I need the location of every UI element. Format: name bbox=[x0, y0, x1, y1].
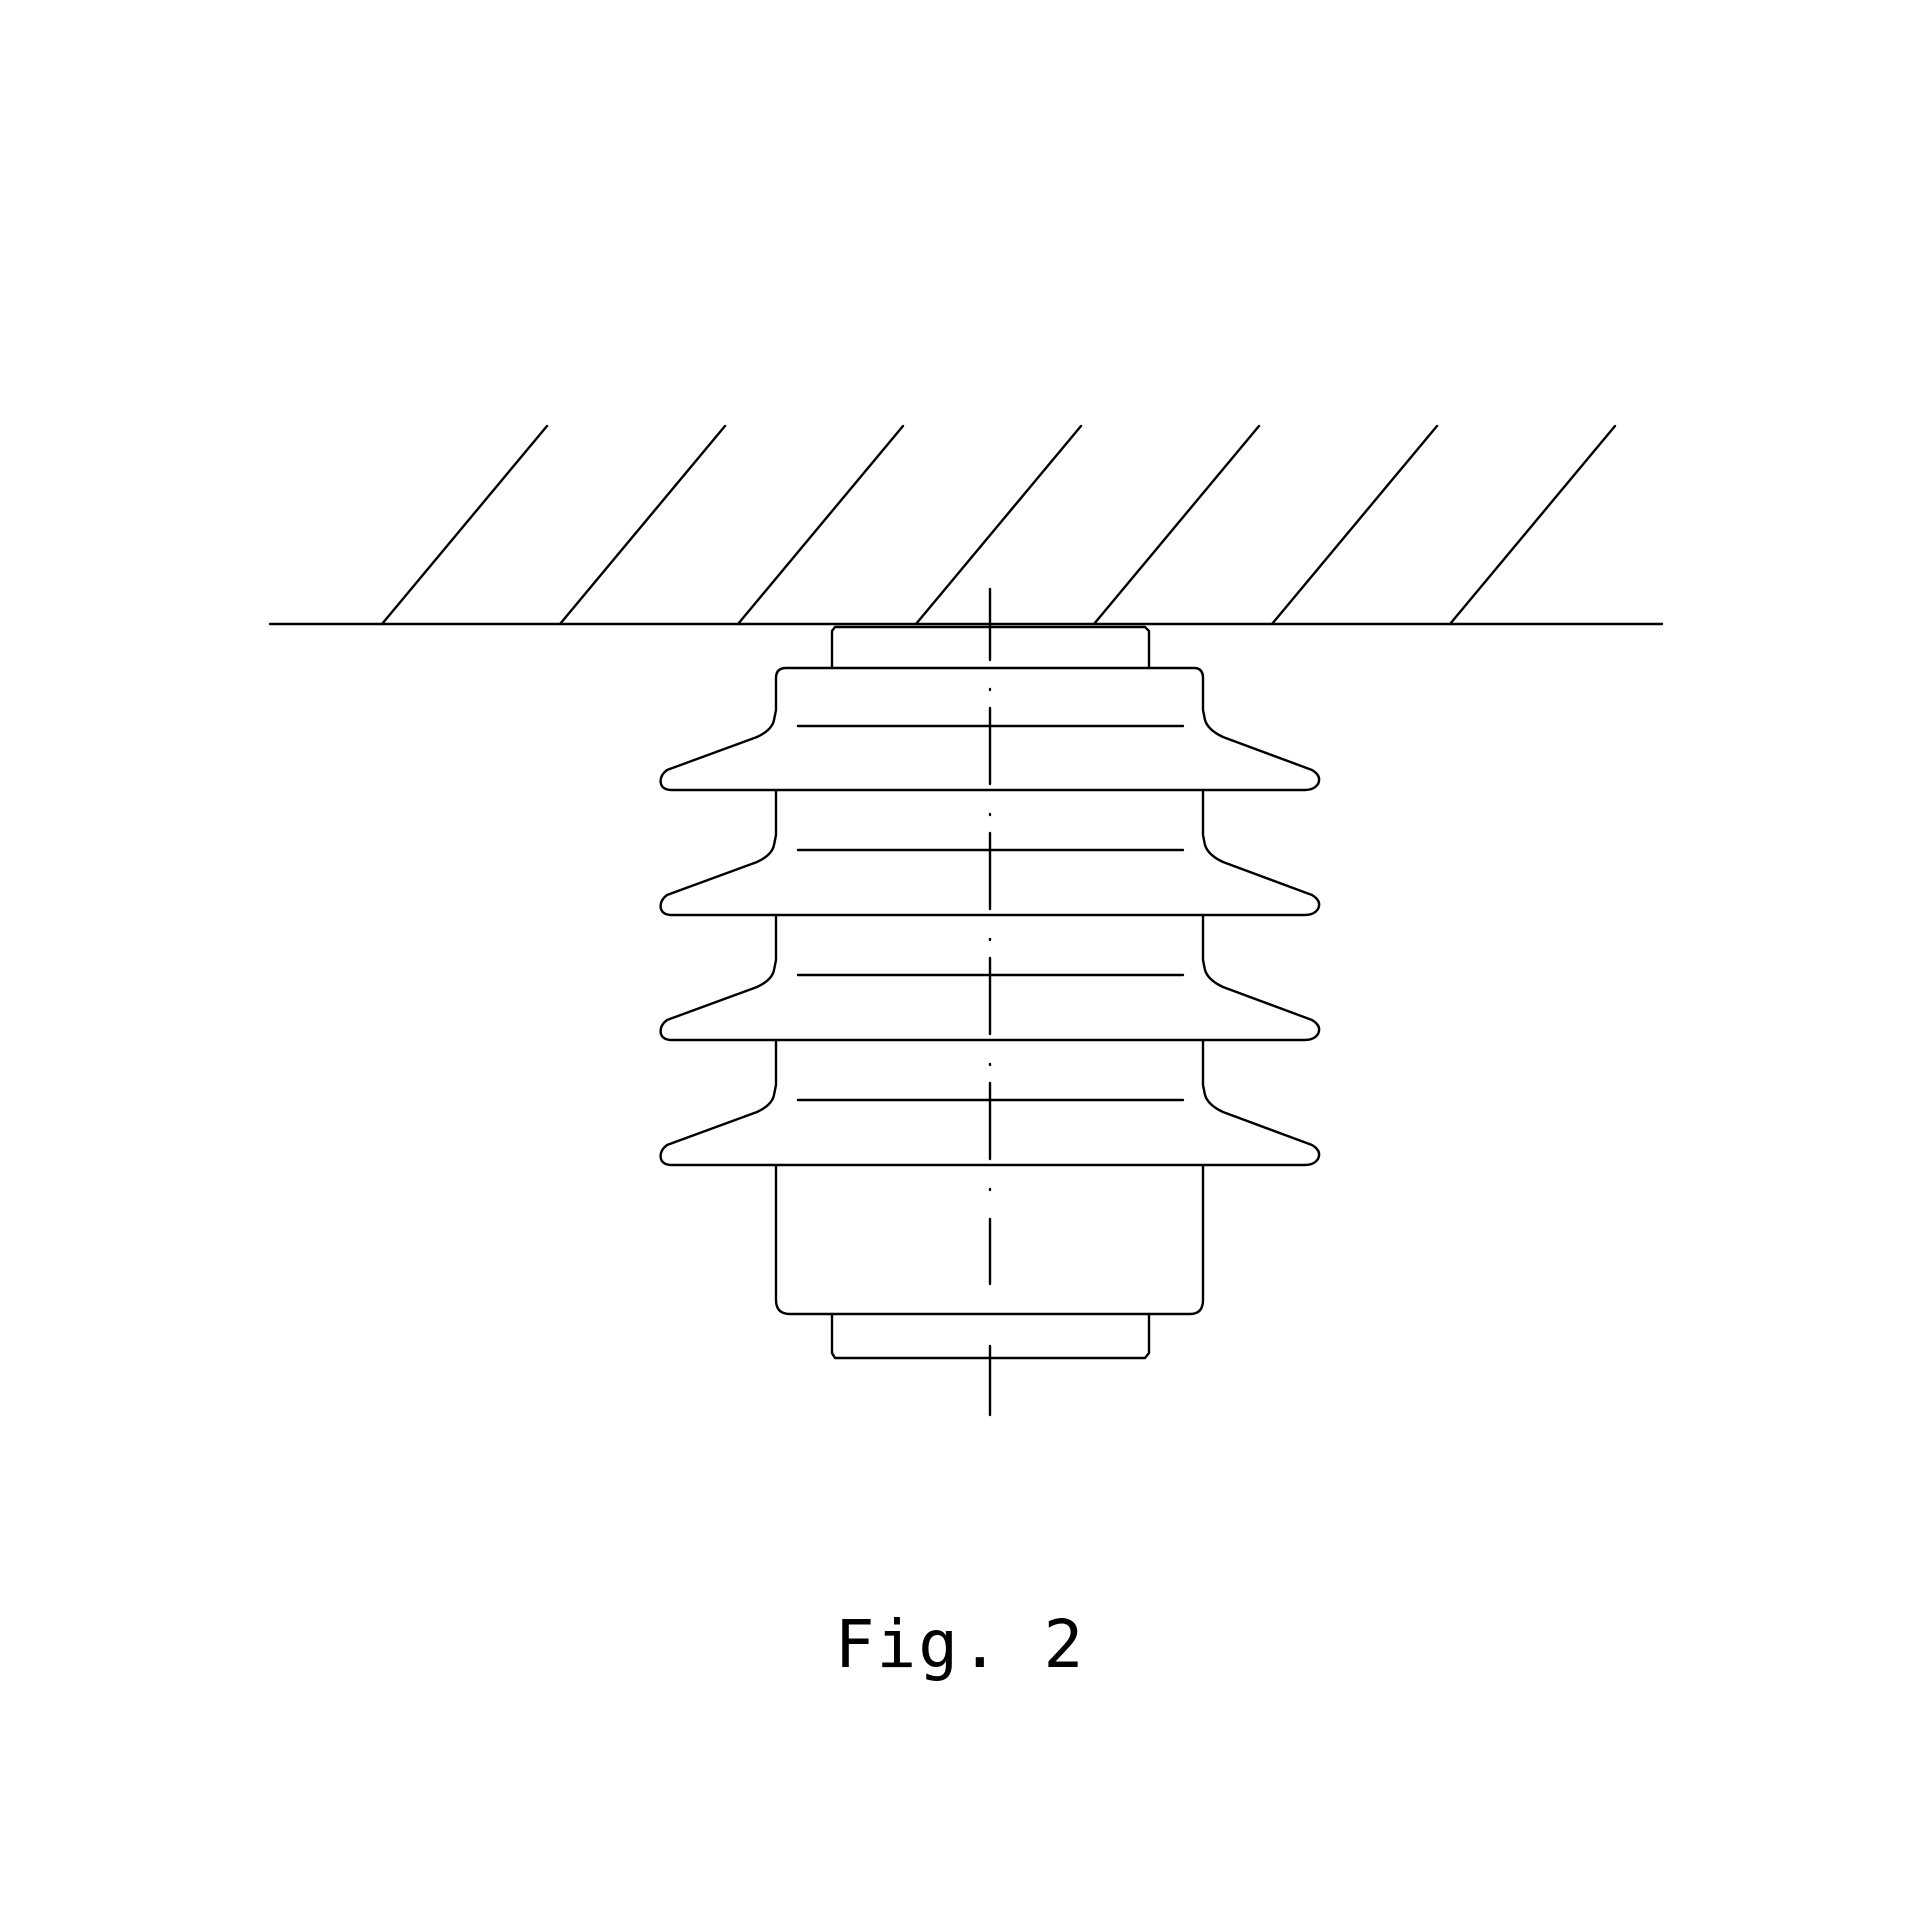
insulator-body bbox=[661, 668, 1320, 1314]
hatch-line bbox=[738, 426, 903, 624]
hatch-line bbox=[560, 426, 725, 624]
hatch-line bbox=[382, 426, 547, 624]
mounting-surface bbox=[270, 426, 1662, 624]
hatch-line bbox=[1450, 426, 1615, 624]
hatch-line bbox=[1272, 426, 1437, 624]
surface-hatching bbox=[382, 426, 1615, 624]
hatch-line bbox=[916, 426, 1081, 624]
hatch-line bbox=[1094, 426, 1259, 624]
figure-caption: Fig. 2 bbox=[834, 1606, 1086, 1683]
